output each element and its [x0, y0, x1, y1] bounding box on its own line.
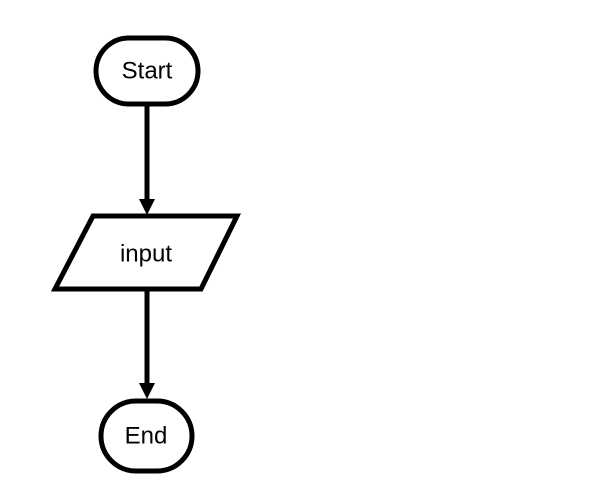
arrowhead-icon	[139, 199, 155, 215]
parallelogram-shape	[50, 213, 242, 292]
terminator-shape	[93, 35, 201, 107]
node-input-label: input	[120, 241, 172, 268]
node-end[interactable]: End	[98, 398, 195, 474]
node-end-label: End	[125, 423, 168, 450]
arrowhead-icon	[139, 383, 155, 399]
node-start[interactable]: Start	[93, 35, 201, 107]
edge-input-to-end	[139, 289, 155, 399]
node-input[interactable]: input	[50, 213, 242, 292]
node-start-label: Start	[122, 58, 173, 85]
edge-start-to-input	[139, 104, 155, 215]
terminator-shape	[98, 398, 195, 474]
